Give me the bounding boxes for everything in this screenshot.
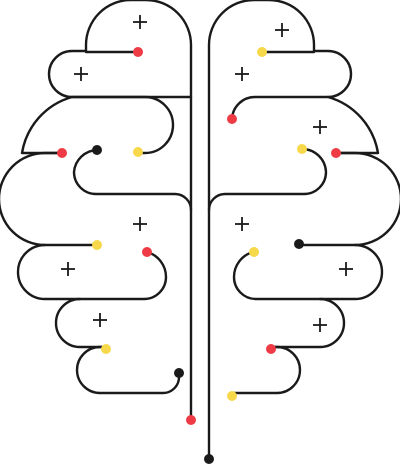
left-lobe-mid-path <box>0 151 99 247</box>
right-lobe-mid-path <box>297 151 400 247</box>
right-trunk-path <box>207 0 316 461</box>
nodes <box>57 47 341 464</box>
left-lobe-2-path <box>47 49 193 99</box>
right-lobe-3-path <box>326 95 380 155</box>
black-node <box>294 239 304 249</box>
yellow-node <box>133 147 143 157</box>
red-node <box>331 148 341 158</box>
left-lobe-3-curl-path <box>70 95 175 155</box>
yellow-node <box>257 47 267 57</box>
left-lobe-bottom-2-path <box>75 345 181 395</box>
yellow-node <box>249 247 259 257</box>
plus-icon <box>313 120 327 134</box>
plus-icon <box>93 313 107 327</box>
right-lobe-bottom-2-path <box>230 345 302 395</box>
plus-icon <box>339 262 353 276</box>
plus-icon <box>275 23 289 37</box>
red-node <box>227 114 237 124</box>
red-node <box>186 415 196 425</box>
left-hemisphere <box>0 0 193 422</box>
plus-icon <box>133 15 147 29</box>
black-node <box>204 454 214 464</box>
plus-icon <box>235 67 249 81</box>
right-lobe-lower-path <box>232 243 384 301</box>
red-node <box>133 47 143 57</box>
right-hemisphere <box>207 0 400 461</box>
red-node <box>57 148 67 158</box>
red-node <box>142 247 152 257</box>
yellow-node <box>92 240 102 250</box>
black-node <box>174 368 184 378</box>
plus-icon <box>133 217 147 231</box>
left-lobe-3-path <box>20 95 74 155</box>
left-trunk-path <box>84 0 193 422</box>
right-lobe-2-path <box>230 49 353 121</box>
yellow-node <box>297 144 307 154</box>
left-lobe-lower-path <box>16 243 168 301</box>
plus-icon <box>235 217 249 231</box>
plus-icon <box>61 262 75 276</box>
plus-icon <box>313 318 327 332</box>
right-lobe-mid-inner-path <box>207 147 328 212</box>
yellow-node <box>227 391 237 401</box>
plus-signs <box>61 15 353 332</box>
black-node <box>92 145 102 155</box>
right-lobe-bottom-path <box>269 297 346 349</box>
plus-icon <box>74 67 88 81</box>
yellow-node <box>101 344 111 354</box>
red-node <box>266 344 276 354</box>
left-lobe-bottom-path <box>54 297 108 349</box>
left-lobe-mid-inner-path <box>72 148 193 212</box>
